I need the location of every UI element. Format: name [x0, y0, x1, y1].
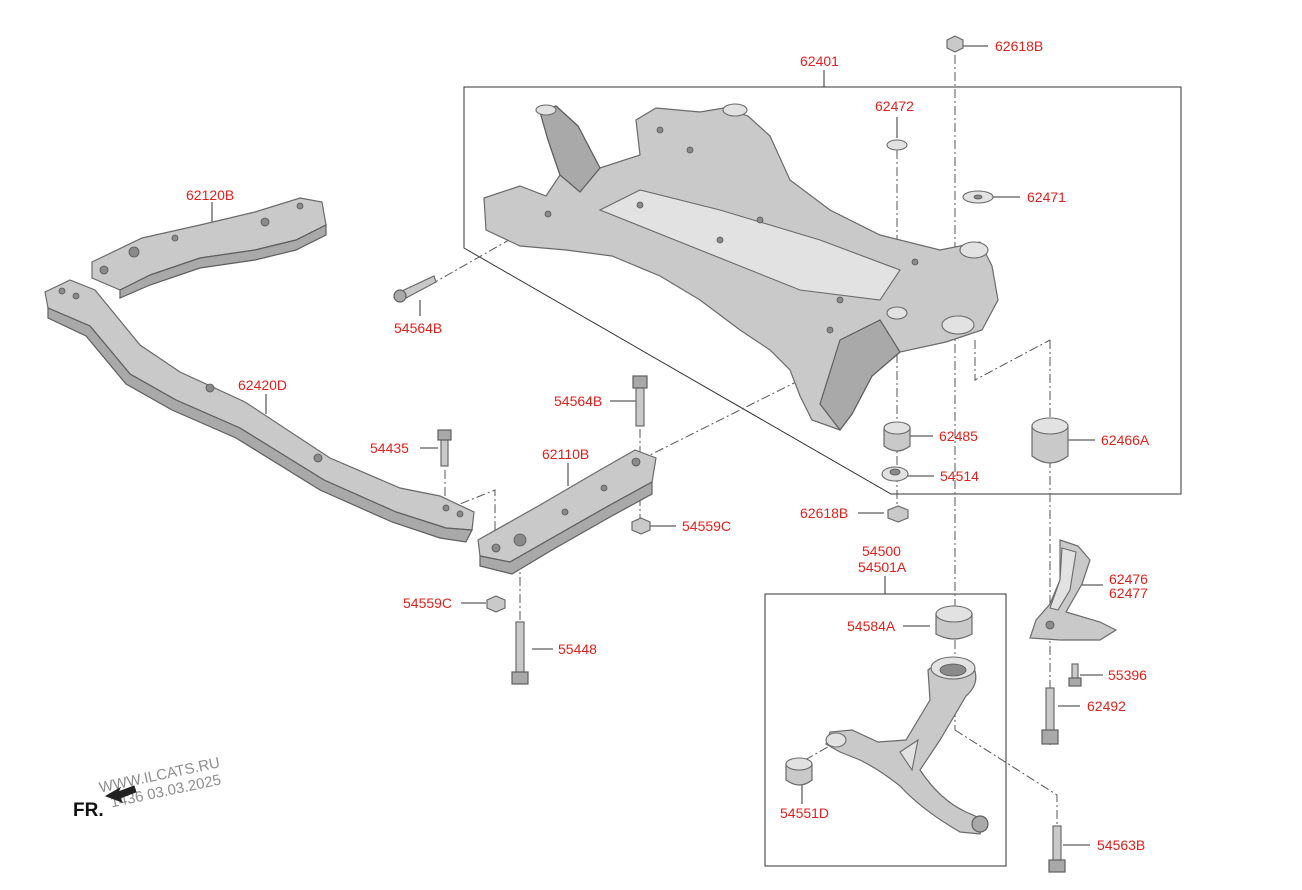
- label-55396: 55396: [1108, 667, 1147, 683]
- label-54564B-mid: 54564B: [554, 393, 602, 409]
- label-54514: 54514: [940, 468, 979, 484]
- front-subframe: [483, 103, 999, 431]
- cross-member-62420D: [44, 279, 475, 543]
- label-54501A: 54501A: [858, 559, 907, 575]
- label-55448: 55448: [558, 641, 597, 657]
- small-parts: [486, 35, 1069, 786]
- lower-control-arm: [825, 656, 989, 835]
- label-62476: 62476: [1109, 571, 1148, 587]
- label-54563B: 54563B: [1097, 837, 1145, 853]
- front-bracket-62110B: [477, 449, 657, 575]
- label-62420D: 62420D: [238, 377, 287, 393]
- label-54500: 54500: [862, 543, 901, 559]
- front-direction-arrow-icon: [104, 785, 137, 803]
- label-62492: 62492: [1087, 698, 1126, 714]
- watermark: WWW.ILCATS.RU 1436 03.03.2025: [98, 754, 223, 811]
- front-direction-label: FR.: [73, 800, 104, 821]
- label-54435: 54435: [370, 440, 409, 456]
- leader-lines: [211, 45, 1103, 846]
- label-54584A: 54584A: [847, 618, 896, 634]
- label-54559C-left: 54559C: [403, 595, 452, 611]
- rear-bracket-62120B: [91, 197, 327, 299]
- label-62110B: 62110B: [542, 446, 589, 462]
- label-62120B: 62120B: [186, 187, 234, 203]
- label-62618B-top: 62618B: [995, 38, 1043, 54]
- label-62472: 62472: [875, 98, 914, 114]
- label-54559C-right: 54559C: [682, 518, 731, 534]
- subframe-group-frame: [463, 86, 1182, 495]
- part-labels: 62618B 62401 62472 62471 62120B 54564B 6…: [186, 38, 1150, 853]
- bolts: [393, 275, 1082, 873]
- label-62485: 62485: [939, 428, 978, 444]
- label-62401: 62401: [800, 53, 839, 69]
- label-62618B-bottom: 62618B: [800, 505, 848, 521]
- label-62466A: 62466A: [1101, 432, 1150, 448]
- label-62477: 62477: [1109, 585, 1148, 601]
- mount-bracket-62476: [1029, 539, 1118, 641]
- label-54551D: 54551D: [780, 805, 829, 821]
- label-54564B-left: 54564B: [394, 320, 442, 336]
- label-62471: 62471: [1027, 189, 1066, 205]
